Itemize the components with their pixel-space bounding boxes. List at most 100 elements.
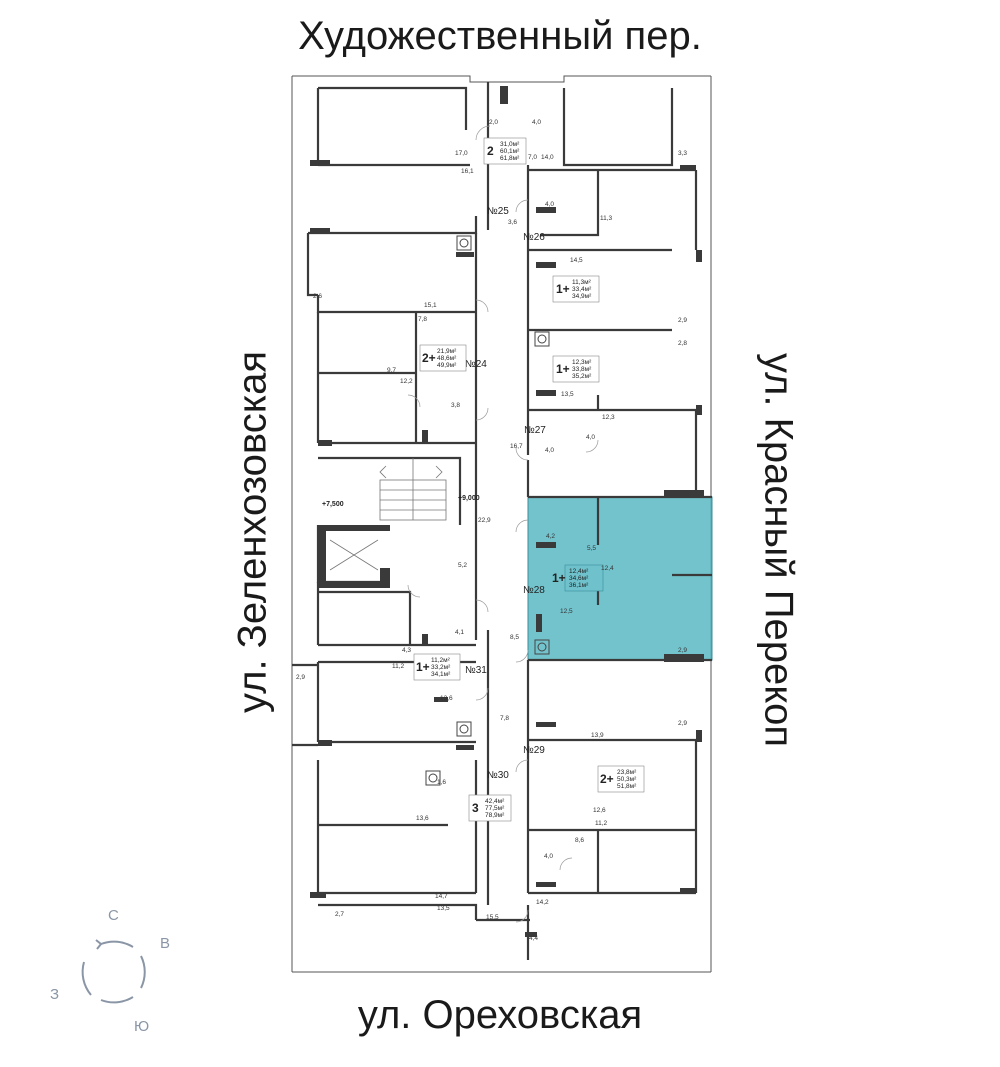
apartment-number: №27 [524,425,546,436]
room-area: 4,4 [529,935,538,942]
room-area: 7,8 [418,316,427,323]
room-area: 4,0 [545,201,554,208]
room-area: 12,3 [602,414,615,421]
room-area: 4,0 [586,434,595,441]
apartment-number: №26 [523,232,545,243]
apartment-numbers: №25 №26 №24 №27 №28 №31 №29 №30 [465,206,546,781]
street-name-bottom: ул. Ореховская [357,993,643,1037]
rooms-count: 1+ [552,571,566,585]
rooms-count: 1+ [416,660,430,674]
room-area: 17,0 [455,150,468,157]
room-area: 4,0 [544,853,553,860]
room-area: 2,9 [678,720,687,727]
total-area: 33,4м² [572,286,592,293]
room-area: 3,6 [508,219,517,226]
room-area: 4,1 [455,629,464,636]
total-area: 77,5м² [485,805,505,812]
apartment-number: №30 [487,770,509,781]
living-area: 11,3м² [572,279,592,286]
room-area: 11,3 [600,215,613,222]
room-area: 14,5 [570,257,583,264]
room-area: 3,8 [451,402,460,409]
apartment-number: №24 [465,359,487,370]
room-area: 14,0 [541,154,554,161]
rooms-count: 2 [487,144,494,158]
total-area: 48,6м² [437,355,457,362]
room-area: 14,7 [435,893,448,900]
total-area-with-balcony: 34,9м² [572,293,592,300]
apartment-info-27: 1+ 12,3м² 33,8м² 35,2м² [552,355,600,383]
room-area: 13,9 [591,732,604,739]
compass-ring [81,939,146,1004]
room-area: 12,6 [593,807,606,814]
compass-east: В [160,935,171,952]
room-area: 4,3 [402,647,411,654]
room-area: 13,5 [437,905,450,912]
level-mark-left: +7,500 [322,501,344,508]
apartment-info-25: 2 31,0м² 60,1м² 61,8м² [483,137,527,165]
radiators [422,86,556,937]
room-area: 11,2 [392,663,405,670]
apartment-number: №29 [523,745,545,756]
room-area: 12,4 [601,565,614,572]
wall-blocks [310,160,704,898]
room-area: 7,8 [500,715,509,722]
rooms-count: 1+ [556,362,570,376]
apartment-info-29: 2+ 23,8м² 50,3м² 51,8м² [597,765,645,793]
room-area: 12,5 [560,608,573,615]
rooms-count: 3 [472,801,479,815]
door-swings [407,125,599,923]
apartment-info-26: 1+ 11,3м² 33,4м² 34,9м² [552,275,600,303]
room-area-labels: 2,0 4,0 17,0 16,1 7,0 14,0 3,3 4,0 11,3 … [296,119,687,942]
room-area: 2,8 [678,340,687,347]
total-area-with-balcony: 35,2м² [572,373,592,380]
living-area: 23,8м² [617,769,637,776]
apartment-info-24: 2+ 21,9м² 48,6м² 49,9м² [419,344,467,372]
total-area: 33,8м² [572,366,592,373]
room-area: 22,9 [478,517,491,524]
living-area: 12,3м² [572,359,592,366]
room-area: 2,9 [678,647,687,654]
total-area: 50,3м² [617,776,637,783]
total-area-with-balcony: 51,8м² [617,783,637,790]
compass-south: Ю [134,1018,150,1035]
room-area: 16,1 [461,168,474,175]
room-area: 2,0 [489,119,498,126]
room-area: 13,5 [561,391,574,398]
room-area: 1,6 [437,779,446,786]
apartment-number: №25 [487,206,509,217]
walls [292,82,712,960]
room-area: 2,9 [678,317,687,324]
total-area-with-balcony: 78,9м² [485,812,505,819]
room-area: 5,5 [587,545,596,552]
rooms-count: 1+ [556,282,570,296]
room-area: 2,9 [296,674,305,681]
room-area: 15,1 [424,302,437,309]
room-area: 12,2 [400,378,413,385]
apartment-info-30: 3 42,4м² 77,5м² 78,9м² [468,794,512,822]
living-area: 31,0м² [500,141,520,148]
room-area: 4,0 [532,119,541,126]
room-area: 4,0 [545,447,554,454]
highlighted-apartment-28[interactable] [527,496,713,661]
apartment-info-28: 1+ 12,4м² 34,6м² 36,1м² [552,564,604,592]
room-area: 4,2 [546,533,555,540]
apartment-number: №31 [465,665,487,676]
rooms-count: 2+ [600,772,614,786]
living-area: 21,9м² [437,348,457,355]
apartment-info-31: 1+ 11,2м² 33,2м² 34,1м² [413,653,461,681]
living-area: 42,4м² [485,798,505,805]
level-mark-center: +9,000 [458,495,480,502]
room-area: 8,5 [510,634,519,641]
total-area-with-balcony: 49,9м² [437,362,457,369]
living-area: 11,2м² [431,657,451,664]
rooms-count: 2+ [422,351,436,365]
street-name-top: Художественный пер. [298,14,702,58]
total-area: 33,2м² [431,664,451,671]
room-area: 2,6 [313,293,322,300]
room-area: 5,2 [458,562,467,569]
compass-north: С [108,907,119,924]
room-area: 9,7 [387,367,396,374]
room-area: 8,6 [575,837,584,844]
apartment-info: 2 31,0м² 60,1м² 61,8м² 1+ 11,3м² 33,4м² … [413,137,645,822]
